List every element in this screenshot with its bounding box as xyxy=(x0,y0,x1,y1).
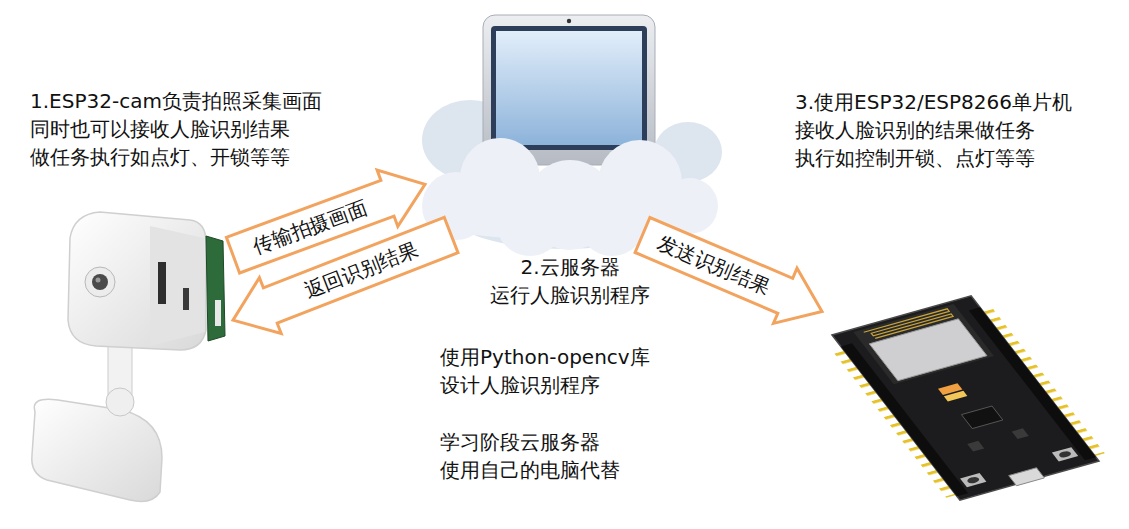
cloud-computer-illustration xyxy=(496,31,642,145)
cloud-computer-illustration xyxy=(422,15,722,256)
esp32-board-illustration xyxy=(1009,468,1045,486)
camera-illustration xyxy=(150,226,205,346)
description-text: 2.云服务器 运行人脸识别程序 xyxy=(470,253,670,309)
esp32-board-illustration xyxy=(960,473,986,487)
esp32-board-illustration xyxy=(869,319,987,381)
camera-illustration xyxy=(158,262,166,304)
board-node: 3.使用ESP32/ESP8266单片机 接收人脸识别的结果做任务 执行如控制开… xyxy=(822,290,1112,505)
block-arrow xyxy=(635,218,822,324)
camera-illustration xyxy=(32,212,225,501)
esp32-board-illustration xyxy=(966,476,981,484)
camera-illustration xyxy=(92,274,108,290)
camera-illustration xyxy=(68,212,206,350)
camera-node: 1.ESP32-cam负责拍照采集画面 同时也可以接收人脸识别结果 做任务执行如… xyxy=(28,205,233,500)
esp32-board-illustration xyxy=(967,441,984,452)
camera-illustration xyxy=(96,278,101,283)
description-text: 学习阶段云服务器 使用自己的电脑代替 xyxy=(440,428,702,484)
esp32-board-illustration xyxy=(1012,428,1029,439)
esp32-board-illustration xyxy=(822,293,1109,504)
esp32-board-illustration xyxy=(853,304,993,384)
description-text: 使用Python-opencv库 设计人脸识别程序 xyxy=(440,343,702,399)
camera-illustration xyxy=(32,399,162,501)
esp32-board-illustration xyxy=(969,307,1096,460)
esp32-board-illustration xyxy=(832,296,1099,500)
description-text: 3.使用ESP32/ESP8266单片机 接收人脸识别的结果做任务 执行如控制开… xyxy=(795,88,1115,172)
description-text: 1.ESP32-cam负责拍照采集画面 同时也可以接收人脸识别结果 做任务执行如… xyxy=(30,87,350,171)
camera-illustration xyxy=(85,267,115,297)
camera-illustration xyxy=(206,236,225,341)
camera-illustration xyxy=(215,300,221,326)
camera-illustration xyxy=(106,388,134,416)
esp32-board-illustration xyxy=(1058,450,1073,458)
server-node: 2.云服务器 运行人脸识别程序使用Python-opencv库 设计人脸识别程序… xyxy=(425,5,715,235)
esp32-board-illustration xyxy=(1052,447,1078,461)
camera-illustration xyxy=(183,288,189,310)
cloud-computer-illustration xyxy=(567,19,571,23)
cloud-computer-illustration xyxy=(491,26,647,150)
esp32-board-illustration xyxy=(961,406,1002,429)
esp32-board-illustration xyxy=(944,391,967,402)
esp32-board-illustration xyxy=(864,309,953,340)
